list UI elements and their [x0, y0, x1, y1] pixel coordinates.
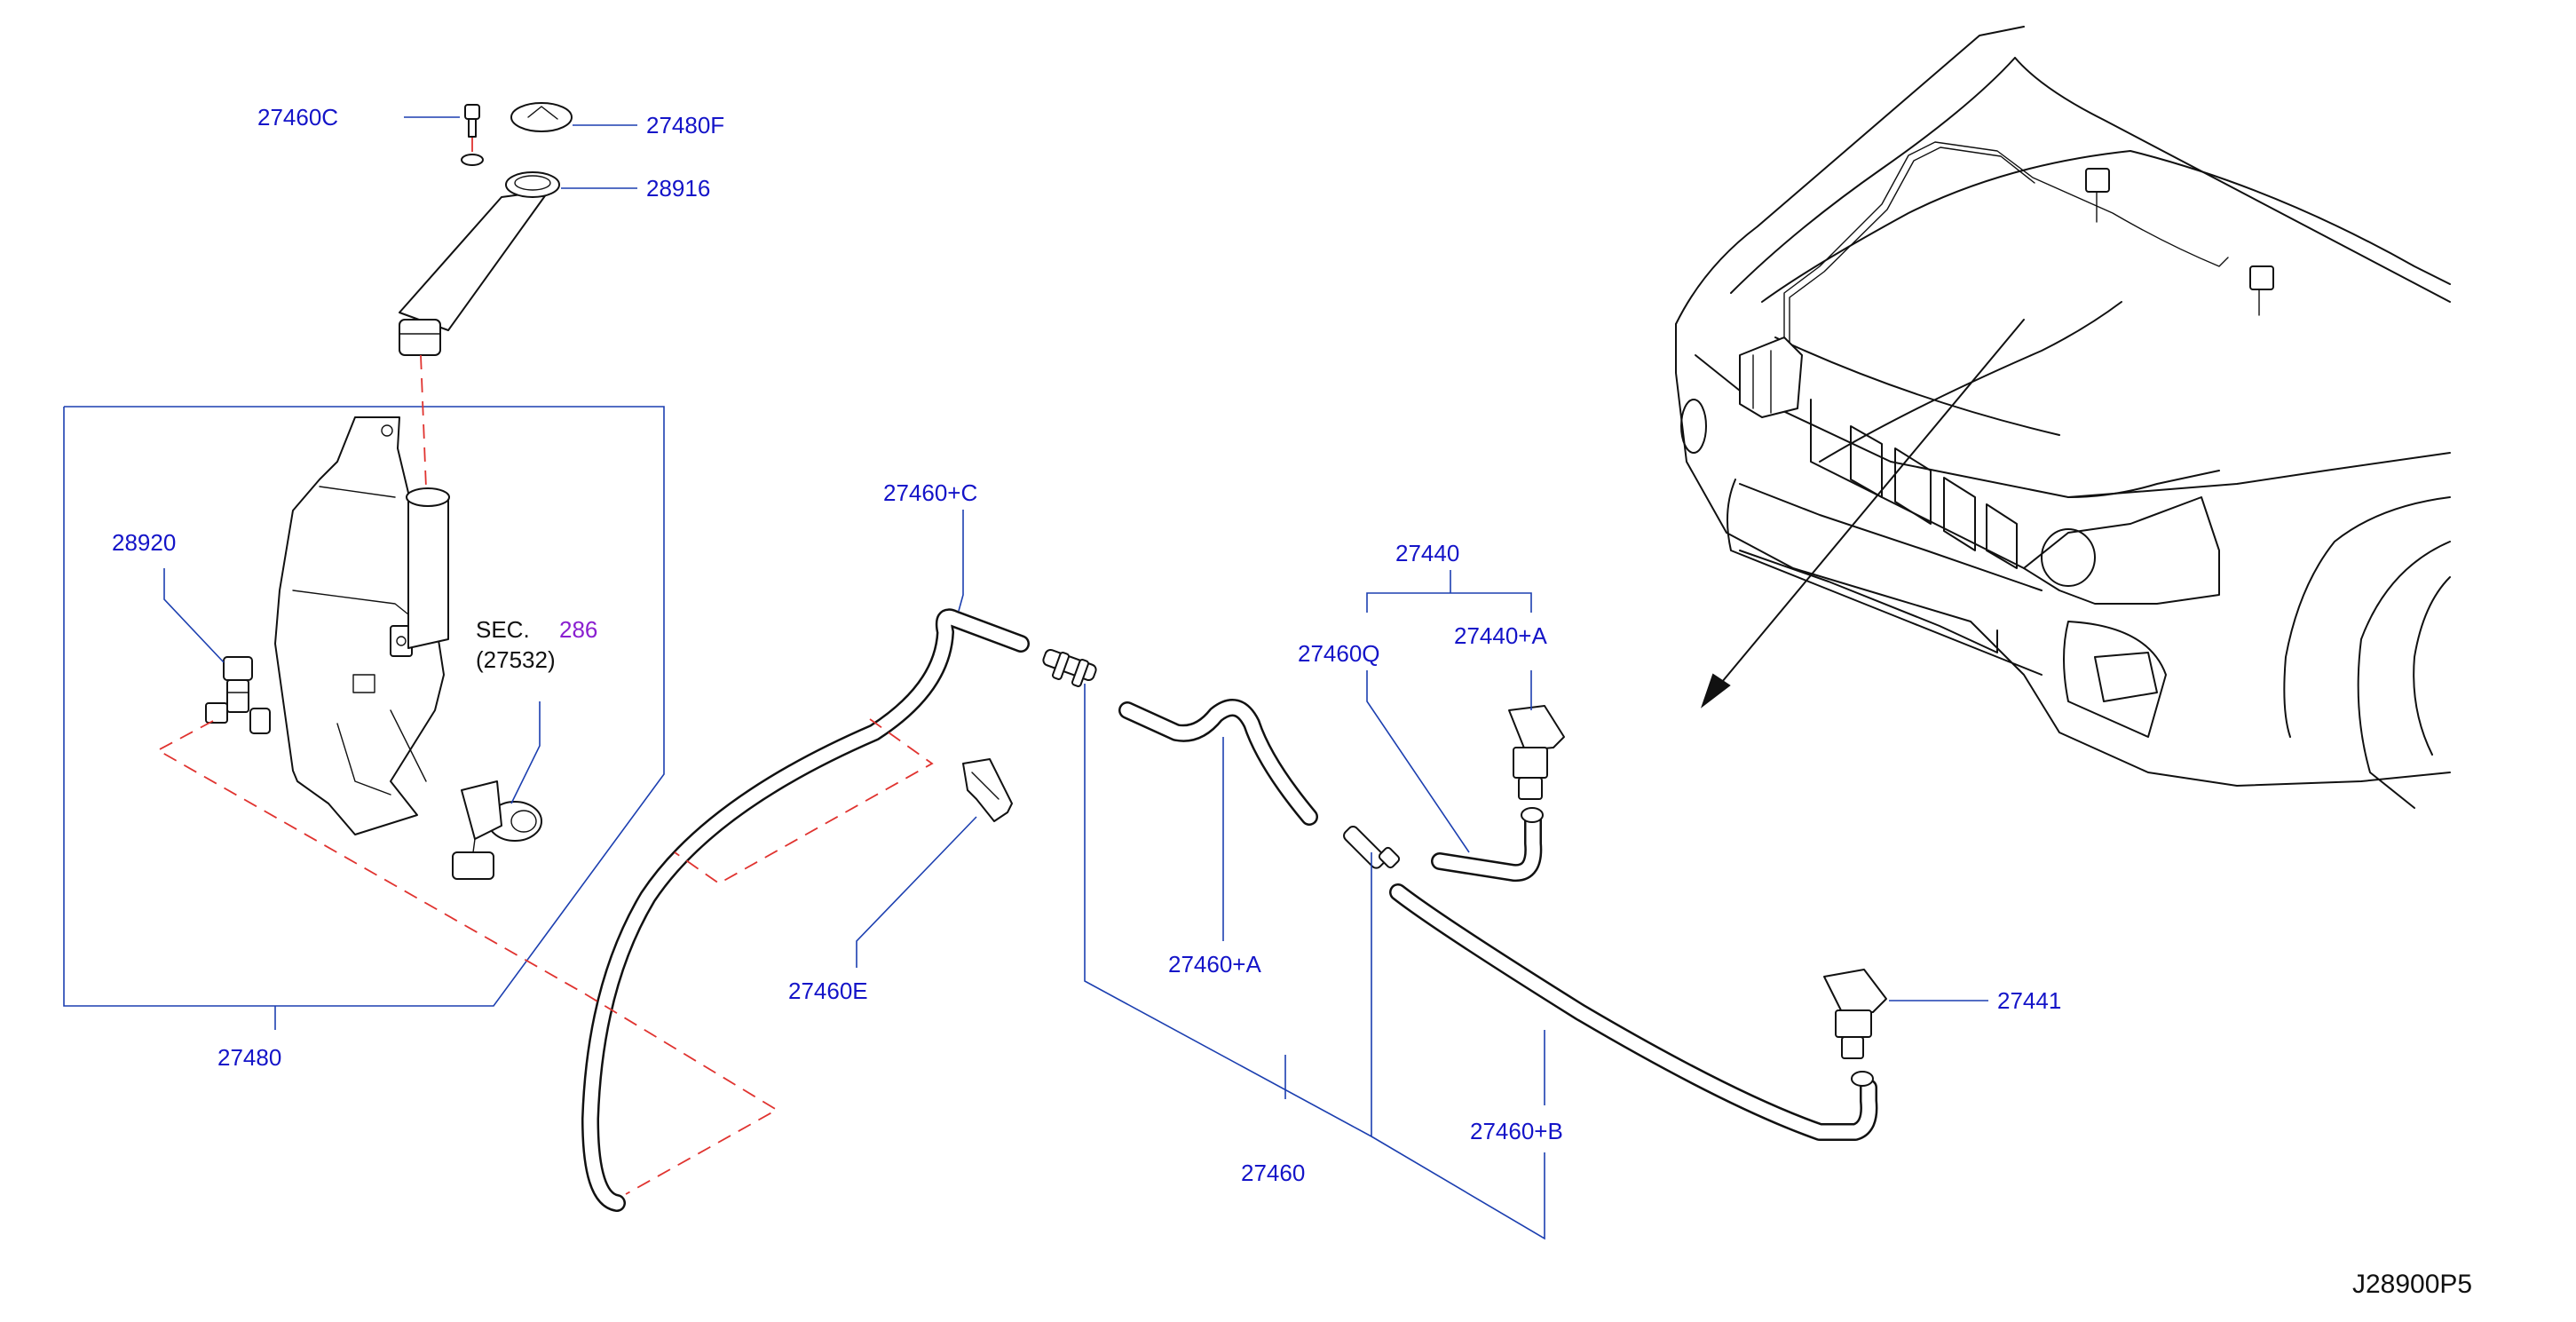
- diagram-code: J28900P5: [2352, 1270, 2472, 1299]
- label-27460C: 27460C: [257, 104, 338, 131]
- joint-connector-2: [1343, 826, 1401, 869]
- hose-27460B: [1389, 883, 1878, 1141]
- label-27460: 27460: [1241, 1160, 1305, 1186]
- leader-27460pB: [1371, 1136, 1545, 1240]
- joint-connector: [1042, 648, 1097, 687]
- label-27460pC: 27460+C: [883, 479, 977, 506]
- vehicle-front: [1675, 26, 2451, 809]
- label-sec-ref: (27532): [476, 646, 556, 673]
- label-27460pA: 27460+A: [1168, 951, 1261, 978]
- washer-pump-28920: [205, 656, 271, 734]
- hose-27460Q: [1431, 808, 1543, 883]
- assembly-boundary: [63, 406, 665, 1007]
- label-sec-prefix: SEC.: [476, 616, 530, 643]
- leader-27440-bracket: [1366, 592, 1532, 613]
- leader-27460E: [856, 816, 977, 968]
- bolt-27460C: [461, 104, 484, 166]
- leader-28920: [163, 568, 225, 663]
- label-27460E: 27460E: [788, 978, 868, 1004]
- hose-27460A: [1118, 699, 1318, 826]
- label-27460Q: 27460Q: [1298, 640, 1380, 667]
- washer-nozzle-27441: [1823, 969, 1887, 1087]
- leader-27460pC: [958, 510, 964, 612]
- guide-neck: [420, 354, 427, 489]
- label-sec-number: 286: [559, 616, 597, 643]
- label-27440: 27440: [1395, 540, 1459, 566]
- label-27440pA: 27440+A: [1454, 622, 1547, 649]
- leader-27460Q: [1366, 670, 1470, 853]
- label-27441: 27441: [1997, 987, 2061, 1014]
- washer-nozzle-27440A: [1508, 705, 1565, 823]
- leader-27460-bracket: [1084, 684, 1372, 1138]
- level-sensor: [452, 780, 542, 880]
- direction-arrow-head: [1700, 673, 1731, 708]
- label-28916: 28916: [646, 175, 710, 202]
- filler-neck-28916: [399, 171, 560, 356]
- filler-cap-27480F: [510, 102, 573, 132]
- guide-pump-outlet: [156, 720, 778, 1195]
- label-27480: 27480: [217, 1044, 281, 1071]
- clip-27460E: [962, 758, 1013, 822]
- label-27460pB: 27460+B: [1470, 1118, 1563, 1144]
- hose-27460C: [581, 608, 1030, 1212]
- guide-clip: [674, 718, 934, 885]
- leader-sec286: [510, 701, 541, 804]
- label-27480F: 27480F: [646, 112, 724, 139]
- washer-tank-27480: [274, 416, 450, 835]
- label-28920: 28920: [112, 529, 176, 556]
